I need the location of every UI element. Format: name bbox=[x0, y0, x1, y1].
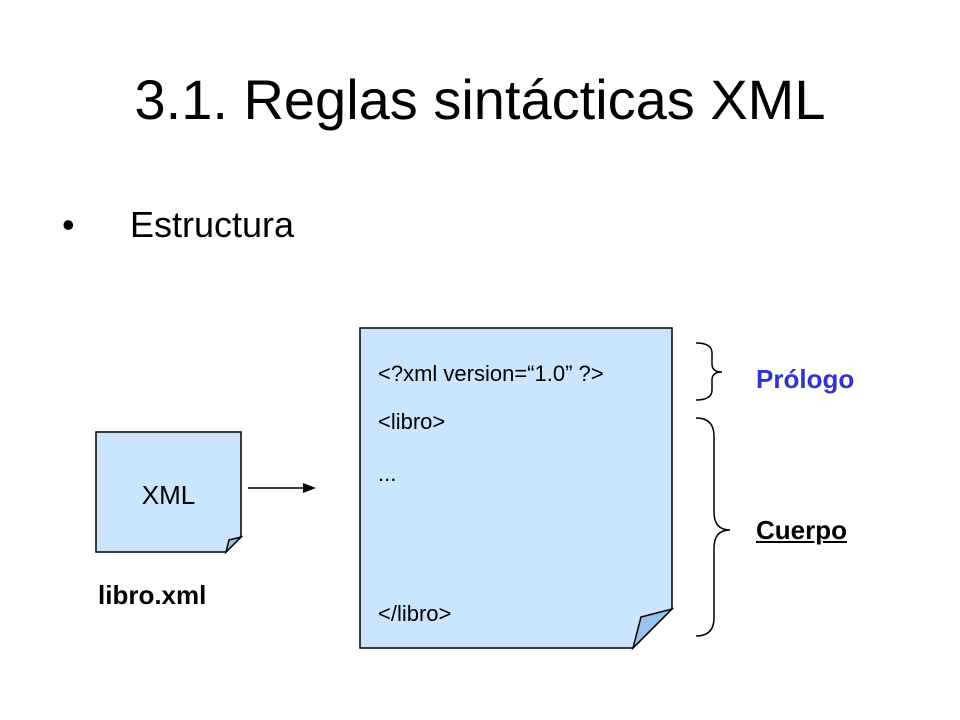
xml-file-fold bbox=[224, 535, 244, 555]
code-line-close-tag: </libro> bbox=[378, 601, 452, 626]
body-brace-icon bbox=[695, 417, 731, 637]
code-line-declaration: <?xml version=“1.0” ?> bbox=[378, 361, 604, 386]
bullet-text: Estructura bbox=[130, 204, 295, 245]
file-name-label: libro.xml bbox=[98, 580, 207, 610]
document-icon bbox=[359, 327, 675, 651]
prolog-label: Prólogo bbox=[756, 364, 855, 394]
body-label: Cuerpo bbox=[756, 515, 847, 545]
slide-title: 3.1. Reglas sintácticas XML bbox=[134, 68, 826, 131]
arrow-icon bbox=[248, 483, 316, 493]
document-fold bbox=[631, 607, 675, 651]
code-line-open-tag: <libro> bbox=[378, 409, 446, 434]
xml-icon-label: XML bbox=[141, 480, 196, 510]
bullet-icon: • bbox=[62, 204, 75, 245]
prolog-brace-icon bbox=[695, 342, 723, 401]
xml-file-icon bbox=[95, 431, 244, 555]
code-line-ellipsis: ... bbox=[378, 461, 397, 486]
